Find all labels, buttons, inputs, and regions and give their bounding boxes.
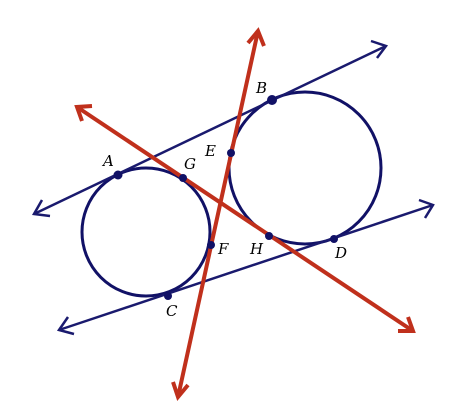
point-a <box>113 170 123 180</box>
secant-line-gh <box>74 104 416 333</box>
arrowhead-icon <box>418 198 435 219</box>
tangent-line-ab <box>31 39 389 218</box>
label-e: E <box>204 142 216 160</box>
point-f <box>207 241 215 249</box>
point-e <box>227 149 235 157</box>
point-h <box>265 232 273 240</box>
arrowhead-icon <box>74 104 93 122</box>
point-b <box>267 95 277 105</box>
arrowhead-icon <box>246 27 266 47</box>
label-b: B <box>255 79 267 97</box>
label-f: F <box>217 240 229 258</box>
label-h: H <box>249 240 264 258</box>
arrowhead-icon <box>171 381 190 402</box>
point-g <box>179 174 187 182</box>
label-g: G <box>184 155 196 173</box>
arrowhead-icon <box>398 316 416 333</box>
label-a: A <box>101 152 114 170</box>
arrowhead-icon <box>370 39 389 59</box>
label-d: D <box>334 244 347 262</box>
label-c: C <box>166 302 178 320</box>
secant-line-ef <box>171 27 266 402</box>
arrowhead-icon <box>56 316 75 336</box>
point-d <box>330 235 338 243</box>
arrowhead-icon <box>31 199 51 218</box>
point-c <box>164 292 172 300</box>
tangent-line-cd <box>56 198 435 336</box>
left-circle <box>80 166 212 298</box>
